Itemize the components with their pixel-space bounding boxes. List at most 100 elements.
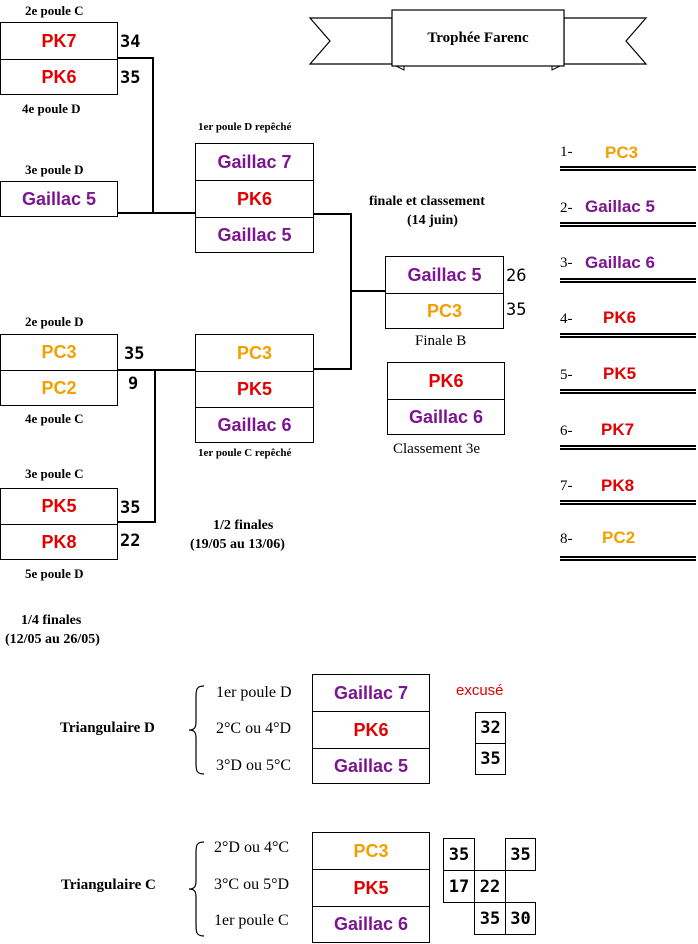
ranking-pos: 5-: [560, 367, 573, 383]
bracket-line: [350, 290, 385, 292]
ranking-pos: 6-: [560, 423, 573, 439]
qf2-team-2: PC2: [1, 370, 117, 406]
semi1-team-2: PK6: [196, 180, 313, 217]
finale-b-team-2: PC3: [386, 293, 503, 329]
ranking-divider: [560, 389, 696, 394]
tri-c-score: 35: [505, 838, 536, 871]
bracket-line: [152, 57, 154, 214]
qf2-score-2: 9: [128, 374, 139, 394]
ranking-team: PK6: [603, 308, 637, 327]
third-place-box: PK6 Gaillac 6: [387, 362, 505, 435]
qf2-team-1: PC3: [41, 342, 77, 362]
qf1-top-label: 2e poule C: [25, 3, 84, 18]
tri-c-team-3: Gaillac 6: [313, 906, 429, 942]
ranking-pos: 3-: [560, 255, 573, 271]
tri-c-team-2: PK5: [313, 869, 429, 906]
qf1-opponent-box: Gaillac 5: [0, 181, 118, 217]
page-title: Trophée Farenc: [427, 30, 529, 46]
qf1-opponent-label: 3e poule D: [25, 162, 84, 177]
semi2-team-3: Gaillac 6: [196, 407, 313, 443]
tri-d-row-label: 1er poule D: [216, 684, 292, 701]
tri-c-score: 22: [474, 870, 506, 903]
bracket-line: [118, 212, 195, 214]
tri-d-score: 32: [475, 712, 506, 744]
ranking-pos: 1-: [560, 144, 573, 160]
final-date: (14 juin): [407, 213, 458, 228]
tri-c-score: 30: [505, 902, 536, 935]
ranking-team: Gaillac 5: [585, 197, 655, 216]
bracket-line: [314, 213, 352, 215]
ranking-team: PC3: [605, 143, 639, 162]
ranking-pos: 4-: [560, 311, 573, 327]
ranking-divider: [560, 556, 696, 561]
qf3-top-label: 3e poule C: [25, 466, 84, 481]
bracket-line: [118, 369, 195, 371]
quarter-dates: (12/05 au 26/05): [5, 632, 100, 647]
bracket-line: [118, 521, 156, 523]
ranking-team: PK7: [601, 420, 635, 439]
tri-c-row-label: 2°D ou 4°C: [214, 839, 290, 856]
finale-b-label: Finale B: [415, 333, 467, 349]
semi2-team-2: PK5: [196, 371, 313, 407]
bracket-line: [314, 368, 352, 370]
tri-d-note: excusé: [456, 682, 504, 699]
tri-c-title: Triangulaire C: [61, 877, 156, 893]
qf1-team-1: PK7: [41, 30, 77, 51]
tri-c-team-1: PC3: [353, 840, 389, 861]
ranking-team: Gaillac 6: [585, 253, 655, 272]
semi1-team-1: Gaillac 7: [217, 151, 292, 172]
qf1-bottom-label: 4e poule D: [22, 101, 81, 116]
tri-c-box: PC3 PK5 Gaillac 6: [312, 832, 430, 943]
tri-d-score: 35: [475, 743, 506, 775]
qf2-box: PC3 PC2: [0, 334, 118, 406]
tri-d-row-label: 2°C ou 4°D: [216, 720, 292, 737]
ranking-divider: [560, 222, 696, 227]
tri-c-row-label: 3°C ou 5°D: [214, 876, 290, 893]
tri-d-brace-icon: [188, 685, 205, 775]
qf1-box: PK7 PK6: [0, 22, 118, 95]
qf3-box: PK5 PK8: [0, 488, 118, 560]
bracket-line: [118, 57, 154, 59]
finale-b-team-1: Gaillac 5: [407, 264, 482, 285]
tri-d-team-3: Gaillac 5: [313, 748, 429, 784]
semi-heading: 1/2 finales: [213, 518, 274, 533]
qf3-score-2: 22: [120, 531, 141, 551]
tri-c-score: 35: [474, 902, 506, 935]
finale-b-score-2: 35: [506, 300, 527, 320]
qf3-team-1: PK5: [41, 496, 77, 516]
qf1-opponent-team: Gaillac 5: [21, 188, 97, 209]
tri-d-title: Triangulaire D: [60, 720, 155, 736]
semi1-team-3: Gaillac 5: [196, 217, 313, 253]
ranking-pos: 2-: [560, 200, 573, 216]
ranking-divider: [560, 278, 696, 283]
finale-b-score-1: 26: [506, 266, 527, 286]
ranking-pos: 8-: [560, 531, 573, 547]
qf2-score-1: 35: [124, 344, 145, 364]
semi1-box: Gaillac 7 PK6 Gaillac 5: [195, 143, 314, 253]
semi1-label: 1er poule D repêché: [198, 121, 292, 133]
tri-c-score: 35: [443, 838, 475, 871]
ranking-pos: 7-: [560, 478, 573, 494]
tri-c-row-label: 1er poule C: [214, 912, 289, 929]
qf2-top-label: 2e poule D: [25, 314, 84, 329]
ranking-team: PK8: [601, 476, 635, 495]
title-banner: [308, 9, 648, 71]
qf1-score-1: 34: [120, 32, 141, 52]
third-place-label: Classement 3e: [393, 441, 481, 457]
final-heading: finale et classement: [369, 194, 485, 209]
ranking-divider: [560, 333, 696, 338]
finale-b-box: Gaillac 5 PC3: [385, 256, 504, 329]
bracket-line: [154, 369, 156, 523]
qf1-score-2: 35: [120, 68, 141, 88]
qf3-bottom-label: 5e poule D: [25, 566, 84, 581]
semi-dates: (19/05 au 13/06): [190, 537, 285, 552]
tri-d-box: Gaillac 7 PK6 Gaillac 5: [312, 674, 430, 784]
ranking-divider: [560, 166, 696, 171]
semi2-team-1: PC3: [236, 342, 272, 363]
tri-c-score: 17: [443, 870, 475, 903]
qf1-team-2: PK6: [1, 59, 117, 95]
qf3-score-1: 35: [120, 498, 141, 518]
ranking-divider: [560, 500, 696, 505]
third-team-1: PK6: [428, 370, 464, 391]
ranking-team: PC2: [602, 528, 636, 547]
